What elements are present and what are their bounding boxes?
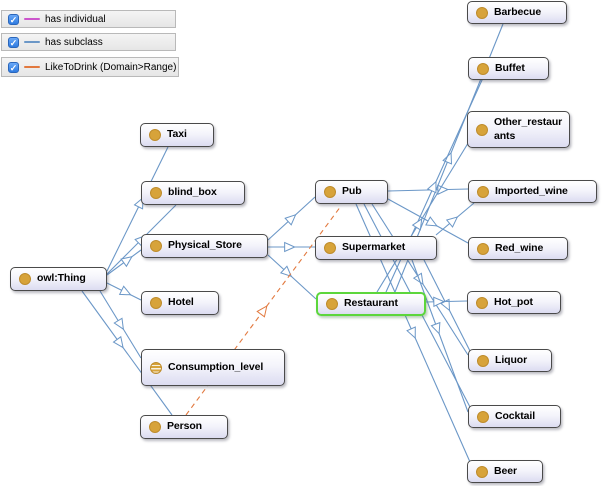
node-restaurant[interactable]: Restaurant [316, 292, 426, 316]
legend-line-sample-has-subclass [24, 40, 40, 44]
node-beer[interactable]: Beer [467, 460, 543, 483]
legend-row-has-individual: ✓ has individual [1, 10, 176, 28]
arrowhead-pub-beer [406, 326, 416, 340]
legend-row-liketodrink: ✓ LikeToDrink (Domain>Range) [1, 57, 179, 77]
legend-label: LikeToDrink (Domain>Range) [45, 61, 177, 73]
node-pub[interactable]: Pub [315, 180, 388, 204]
node-barbecue[interactable]: Barbecue [467, 1, 567, 24]
node-taxi[interactable]: Taxi [140, 123, 214, 147]
class-icon [476, 6, 488, 19]
arrowhead-physical_store-pub [284, 213, 297, 226]
node-label: Red_wine [495, 241, 544, 254]
class-icon [476, 123, 488, 136]
arrowhead-physical_store-restaurant [279, 265, 293, 278]
class-icon [150, 240, 162, 252]
class-icon [324, 186, 336, 198]
arrowhead-restaurant-buffet [426, 180, 437, 194]
node-label: owl:Thing [37, 272, 86, 285]
class-icon [326, 298, 338, 310]
edge-supermarket-cocktail [411, 259, 469, 413]
class-icon [476, 465, 488, 478]
node-label: Pub [342, 185, 362, 198]
node-label: Barbecue [494, 5, 542, 18]
node-label: blind_box [168, 186, 217, 199]
edge-owl_thing-taxi [106, 146, 169, 272]
node-buffet[interactable]: Buffet [468, 57, 549, 80]
node-label: Beer [494, 464, 517, 477]
node-label: Restaurant [344, 297, 398, 310]
legend-line-sample-liketodrink [24, 65, 40, 69]
node-supermarket[interactable]: Supermarket [315, 236, 437, 260]
node-imported_wine[interactable]: Imported_wine [468, 180, 597, 203]
node-label: Liquor [495, 353, 528, 366]
arrowhead-restaurant-hot_pot [433, 296, 446, 308]
node-label: Hot_pot [494, 295, 533, 308]
class-icon [477, 410, 489, 423]
node-red_wine[interactable]: Red_wine [468, 237, 568, 260]
edge-restaurant-other_restaurants [376, 139, 471, 293]
arrowhead-physical_store-supermarket [284, 241, 296, 253]
class-icon [149, 421, 161, 433]
node-liquor[interactable]: Liquor [468, 349, 552, 372]
node-label: Taxi [167, 128, 187, 141]
edge-pub-imported_wine [387, 188, 469, 192]
class-icon [324, 242, 336, 254]
node-label: Hotel [168, 296, 194, 309]
arrowhead-owl_thing-hotel [118, 285, 132, 296]
class-icon [477, 354, 489, 367]
node-person[interactable]: Person [140, 415, 228, 439]
arrowhead-owl_thing-physical_store [120, 256, 133, 268]
node-hotel[interactable]: Hotel [141, 291, 219, 315]
edge-restaurant-hot_pot [425, 300, 468, 303]
legend-checkbox-liketodrink[interactable]: ✓ [8, 61, 19, 73]
node-label: Cocktail [495, 409, 536, 422]
legend-label: has individual [45, 13, 106, 25]
arrowhead-restaurant-other_restaurants [411, 217, 423, 231]
edge-owl_thing-person [81, 290, 173, 416]
node-label: Other_restaurants [494, 116, 563, 142]
node-label: Person [167, 420, 202, 433]
class-icon [477, 62, 489, 75]
class-icon [150, 297, 162, 309]
arrowhead-supermarket-imported_wine [445, 216, 459, 228]
arrowhead-owl_thing-person [112, 335, 124, 349]
class-icon [150, 187, 162, 199]
class-icon [477, 242, 489, 255]
node-cocktail[interactable]: Cocktail [468, 405, 561, 428]
node-blind_box[interactable]: blind_box [141, 181, 245, 205]
class-striped-icon [150, 361, 162, 374]
class-icon [149, 129, 161, 141]
legend-line-sample-has-individual [24, 17, 40, 21]
class-icon [19, 273, 31, 285]
legend-checkbox-has-subclass[interactable]: ✓ [8, 36, 19, 48]
node-physical_store[interactable]: Physical_Store [141, 234, 268, 258]
legend-label: has subclass [45, 36, 103, 48]
arrowhead-owl_thing-consumption_level [113, 317, 125, 331]
legend-row-has-subclass: ✓ has subclass [1, 33, 176, 51]
arrowhead-pub-red_wine [425, 216, 438, 227]
node-label: Supermarket [342, 241, 406, 254]
arrowhead-person-pub [256, 305, 268, 318]
class-icon [477, 185, 489, 198]
node-label: Imported_wine [495, 184, 568, 197]
node-other_restaurants[interactable]: Other_restaurants [467, 111, 570, 148]
arrowhead-supermarket-cocktail [430, 321, 441, 335]
node-consumption_level[interactable]: Consumption_level [141, 349, 285, 386]
node-hot_pot[interactable]: Hot_pot [467, 291, 561, 314]
node-label: Buffet [495, 61, 525, 74]
class-icon [476, 296, 488, 309]
legend-checkbox-has-individual[interactable]: ✓ [8, 13, 19, 25]
node-owl_thing[interactable]: owl:Thing [10, 267, 107, 291]
node-label: Consumption_level [168, 360, 264, 373]
node-label: Physical_Store [168, 239, 242, 252]
